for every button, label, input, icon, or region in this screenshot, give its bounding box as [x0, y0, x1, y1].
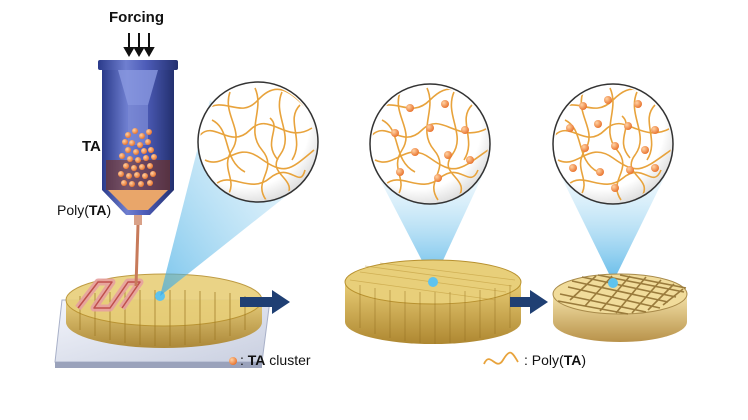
- forcing-label: Forcing: [109, 9, 164, 26]
- disk-3-lattice: [553, 274, 687, 342]
- legend-cluster-label: : TA cluster: [240, 352, 311, 368]
- poly-ta-bold: TA: [89, 202, 107, 218]
- legend-poly-label: : Poly(TA): [524, 352, 586, 368]
- legend-cluster-prefix: :: [240, 352, 248, 368]
- zoom-circle-network: [370, 84, 490, 204]
- legend-cluster-suffix: cluster: [265, 352, 310, 368]
- legend-poly-prefix: : Poly(: [524, 352, 564, 368]
- zoom-circle-fibers: [198, 82, 318, 202]
- disk-2: [345, 260, 521, 344]
- zoom-circle-dense-network: [553, 84, 673, 204]
- legend-poly-suffix: ): [581, 352, 586, 368]
- forcing-arrows: [125, 33, 153, 55]
- ta-label: TA: [82, 138, 101, 155]
- legend-poly-bold: TA: [564, 352, 582, 368]
- legend-fiber-icon: [484, 353, 518, 364]
- poly-ta-label: Poly(TA): [57, 202, 111, 218]
- legend-cluster-bold: TA: [248, 352, 266, 368]
- poly-ta-prefix: Poly(: [57, 202, 89, 218]
- poly-ta-suffix: ): [107, 202, 112, 218]
- legend-cluster-icon: [229, 357, 237, 365]
